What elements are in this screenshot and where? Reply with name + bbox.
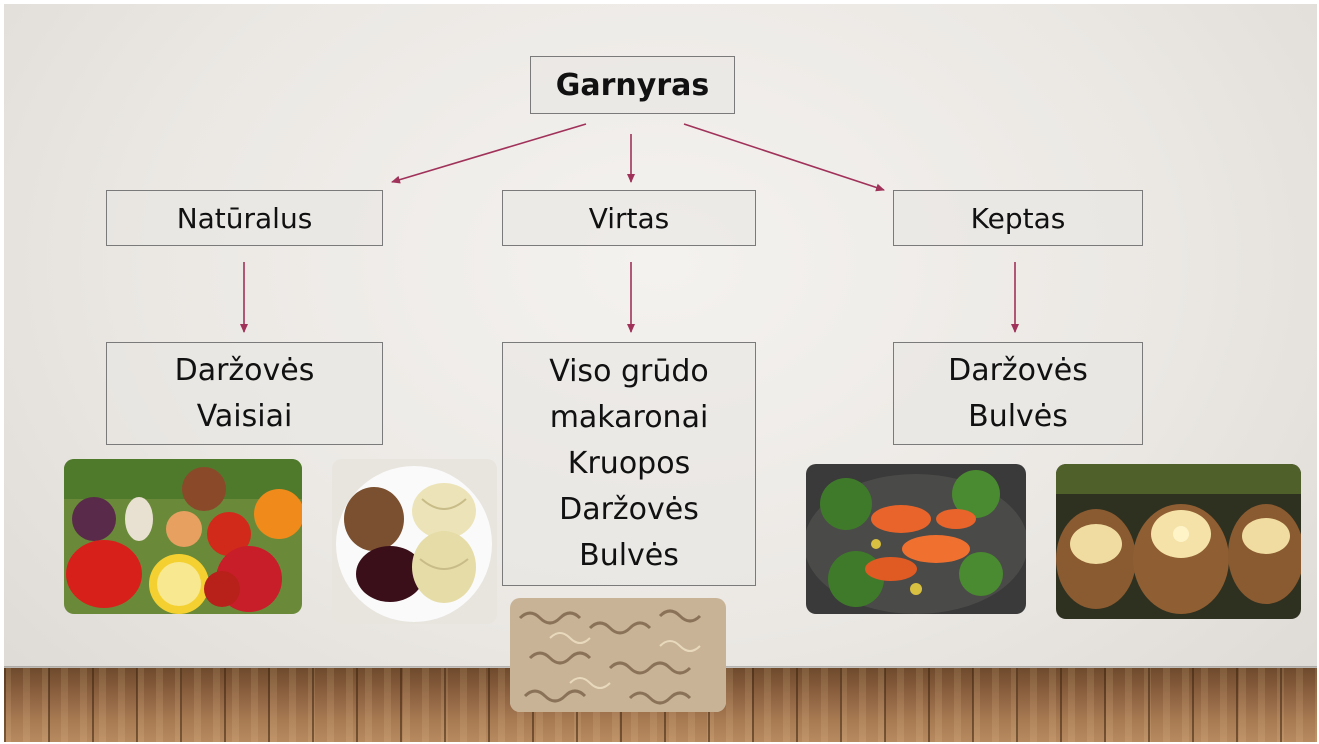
leaf-item: Bulvės — [579, 538, 679, 573]
root-node: Garnyras — [530, 56, 735, 114]
leaf-item: Viso grūdo — [549, 354, 709, 389]
fruits-vegetables-photo — [64, 459, 302, 614]
leaf-node-keptas: Daržovės Bulvės — [893, 342, 1143, 445]
root-label: Garnyras — [555, 67, 710, 103]
baked-potatoes-photo — [1056, 464, 1301, 619]
category-node-keptas: Keptas — [893, 190, 1143, 246]
category-label-keptas: Keptas — [970, 201, 1066, 235]
arrow-root-to-keptas — [683, 123, 885, 192]
slide: Garnyras Natūralus Virtas Keptas Daržovė… — [4, 4, 1317, 742]
leaf-item: Daržovės — [174, 352, 315, 388]
category-node-virtas: Virtas — [502, 190, 756, 246]
leaf-item: makaronai — [549, 400, 709, 435]
buckwheat-plate-photo — [332, 459, 497, 624]
leaf-node-naturalus: Daržovės Vaisiai — [106, 342, 383, 445]
leaf-item: Daržovės — [948, 352, 1088, 388]
leaf-item: Bulvės — [968, 398, 1068, 434]
leaf-item: Vaisiai — [196, 398, 293, 434]
category-label-virtas: Virtas — [588, 201, 670, 235]
leaf-item: Daržovės — [559, 492, 699, 527]
leaf-item: Kruopos — [567, 446, 691, 481]
pasta-photo — [510, 598, 726, 712]
leaf-node-virtas: Viso grūdo makaronai Kruopos Daržovės Bu… — [502, 342, 756, 586]
category-label-naturalus: Natūralus — [176, 201, 313, 235]
roasted-vegetables-photo — [806, 464, 1026, 614]
category-node-naturalus: Natūralus — [106, 190, 383, 246]
arrow-root-to-naturalus — [391, 123, 587, 184]
